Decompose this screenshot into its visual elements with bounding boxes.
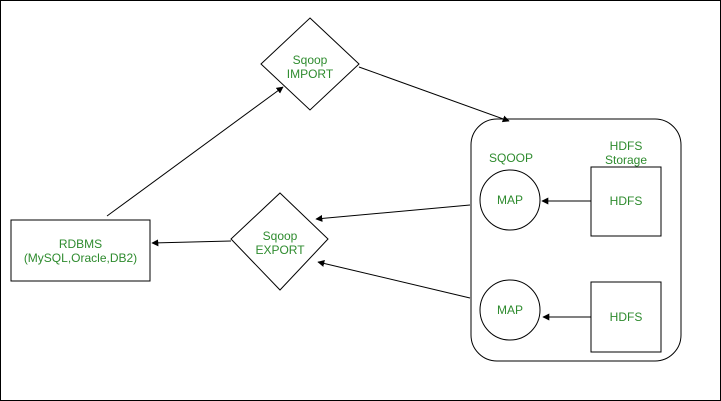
rdbms-label: RDBMS (MySQL,Oracle,DB2) xyxy=(11,237,150,265)
sqoop-export-label-line1: Sqoop xyxy=(262,229,298,243)
map-circle-bottom xyxy=(479,279,541,341)
rdbms-label-line1: RDBMS xyxy=(58,237,103,251)
hdfs-label-bottom: HDFS xyxy=(609,310,643,324)
map-circle-top xyxy=(479,169,541,231)
sqoop-export-diamond xyxy=(230,192,329,291)
sqoop-export-label-line2: EXPORT xyxy=(255,243,305,257)
sqoop-export-label: Sqoop EXPORT xyxy=(231,229,329,257)
hdfs-label-top: HDFS xyxy=(609,194,643,208)
sqoop-import-label: Sqoop IMPORT xyxy=(261,53,359,81)
arrow-export-to-rdbms xyxy=(151,239,232,247)
hdfs-storage-label-line2: Storage xyxy=(604,153,648,167)
rdbms-box xyxy=(10,219,151,282)
map-label-bottom: MAP xyxy=(496,303,523,317)
hdfs-box-bottom xyxy=(590,281,662,353)
sqoop-cluster-label: SQOOP xyxy=(488,151,533,165)
arrow-cluster-to-export-bottom xyxy=(317,260,471,299)
map-label-top: MAP xyxy=(496,193,523,207)
hdfs-storage-label: HDFS Storage xyxy=(591,139,661,167)
sqoop-import-label-line2: IMPORT xyxy=(286,67,334,81)
arrow-import-to-cluster xyxy=(358,66,510,123)
rdbms-label-line2: (MySQL,Oracle,DB2) xyxy=(23,251,138,265)
hdfs-storage-label-line1: HDFS xyxy=(609,139,643,153)
sqoop-import-diamond xyxy=(260,17,360,111)
arrow-rdbms-to-import xyxy=(106,86,284,217)
hdfs-box-top xyxy=(590,166,662,237)
arrow-cluster-to-export-top xyxy=(315,204,471,222)
sqoop-import-label-line1: Sqoop xyxy=(292,53,328,67)
